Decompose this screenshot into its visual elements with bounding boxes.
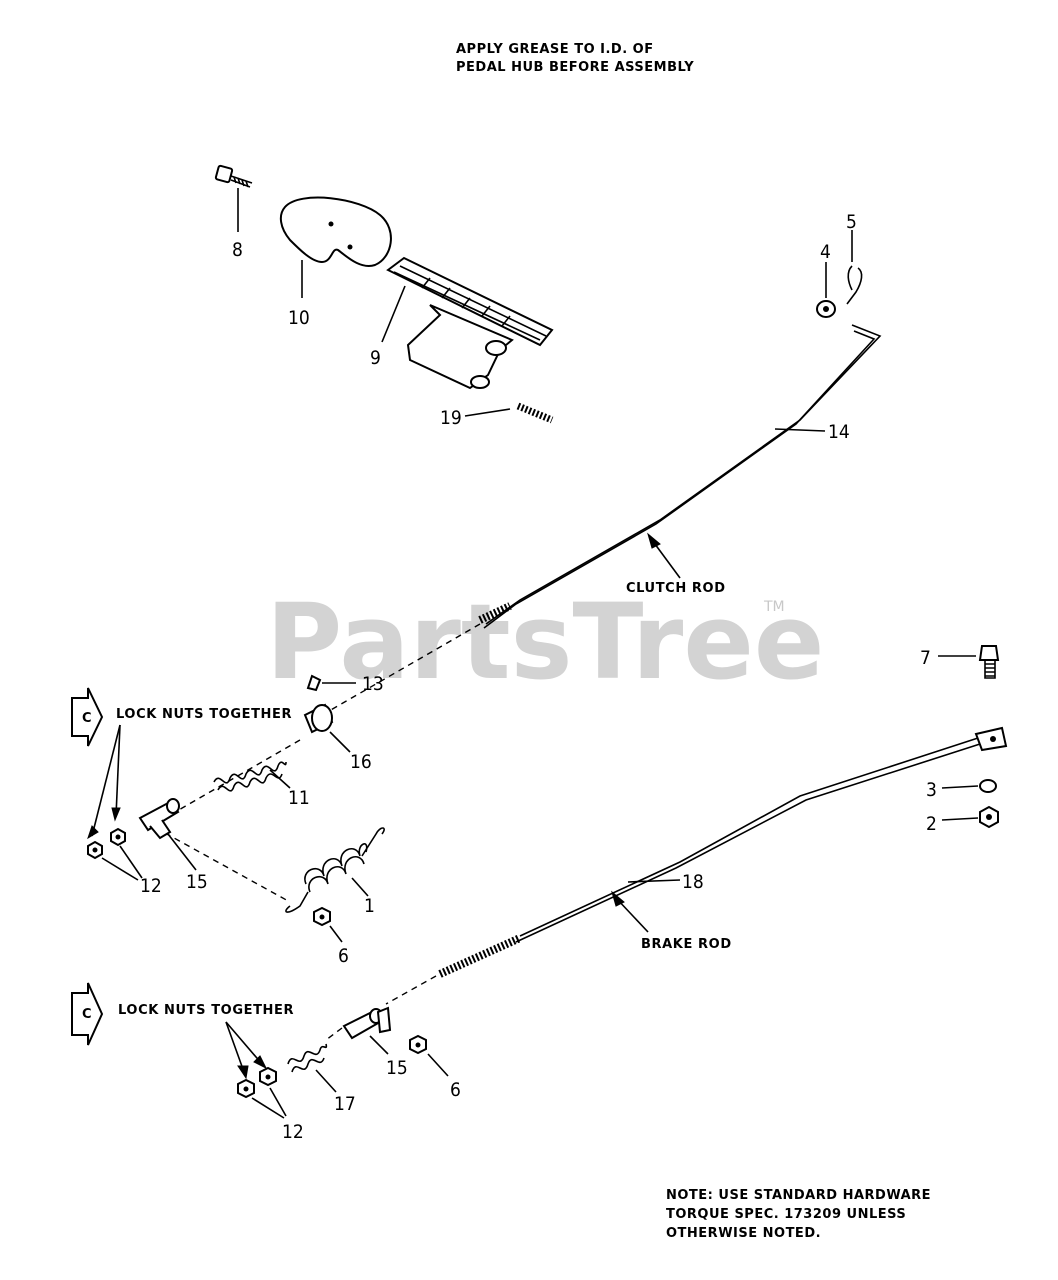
part-9-pedal-arm [381, 256, 554, 390]
callout-15-lower: 15 [386, 1057, 408, 1079]
part-8-bolt [214, 164, 253, 232]
callout-7: 7 [920, 647, 931, 669]
callout-6-upper: 6 [338, 945, 349, 967]
callout-9: 9 [370, 347, 381, 369]
c-mark-1: C [82, 711, 92, 726]
part-4-washer [816, 262, 836, 318]
lock-nuts-label-1: LOCK NUTS TOGETHER [116, 707, 292, 722]
part-6-nut-upper [313, 906, 343, 943]
callout-4: 4 [820, 241, 831, 263]
watermark-tm: TM [763, 599, 785, 615]
part-12-nuts-upper [87, 827, 143, 881]
callout-3: 3 [926, 779, 937, 801]
part-6-nut-lower [409, 1034, 449, 1077]
callout-12-upper: 12 [140, 875, 162, 897]
lock-nuts-label-2: LOCK NUTS TOGETHER [118, 1003, 294, 1018]
callout-12-lower: 12 [282, 1121, 304, 1143]
part-3-lock-washer [941, 779, 997, 793]
part-10-pedal-pad [279, 196, 392, 298]
callout-18: 18 [682, 871, 704, 893]
callout-5: 5 [846, 211, 857, 233]
part-5-cotter-pin [846, 230, 863, 305]
callout-10: 10 [288, 307, 310, 329]
callout-16: 16 [350, 751, 372, 773]
hardware-note-line2: TORQUE SPEC. 173209 UNLESS [666, 1207, 906, 1222]
part-2-nut [941, 805, 999, 829]
callout-11: 11 [288, 787, 310, 809]
brake-rod-arrow [611, 890, 649, 933]
callout-17: 17 [334, 1093, 356, 1115]
grease-note-line1: APPLY GREASE TO I.D. OF [456, 42, 654, 57]
hardware-note-line3: OTHERWISE NOTED. [666, 1226, 821, 1241]
callout-14: 14 [828, 421, 850, 443]
part-19-roll-pin [464, 402, 554, 424]
callout-13: 13 [362, 673, 384, 695]
callout-8: 8 [232, 239, 243, 261]
lock-nut-arrows-2 [225, 1021, 268, 1080]
clutch-rod-label: CLUTCH ROD [626, 581, 726, 596]
callout-15-upper: 15 [186, 871, 208, 893]
part-11-spring [213, 761, 291, 792]
c-marker-2: C [71, 982, 104, 1046]
part-14-clutch-rod [478, 324, 882, 629]
part-18-brake-rod [438, 726, 1008, 978]
callout-1: 1 [364, 895, 375, 917]
part-17-spring [287, 1043, 337, 1093]
clutch-rod-arrow [647, 532, 681, 579]
callout-19: 19 [440, 407, 462, 429]
part-15-swivel-lower [342, 1006, 392, 1055]
callout-6-lower: 6 [450, 1079, 461, 1101]
part-15-swivel-upper [138, 798, 197, 871]
c-marker-1: C [71, 687, 104, 747]
grease-note-line2: PEDAL HUB BEFORE ASSEMBLY [456, 60, 694, 75]
part-16-spacer [303, 703, 351, 753]
brake-rod-label: BRAKE ROD [641, 937, 732, 952]
part-12-nuts-lower [237, 1066, 287, 1119]
part-7-bolt [938, 645, 1000, 679]
c-mark-2: C [82, 1007, 92, 1022]
part-13-pin [306, 674, 356, 692]
watermark: PartsTree [266, 581, 824, 703]
lock-nut-arrows-1 [87, 724, 121, 840]
part-1-extension-spring [285, 827, 385, 913]
callout-2: 2 [926, 813, 937, 835]
hardware-note-line1: NOTE: USE STANDARD HARDWARE [666, 1188, 931, 1203]
